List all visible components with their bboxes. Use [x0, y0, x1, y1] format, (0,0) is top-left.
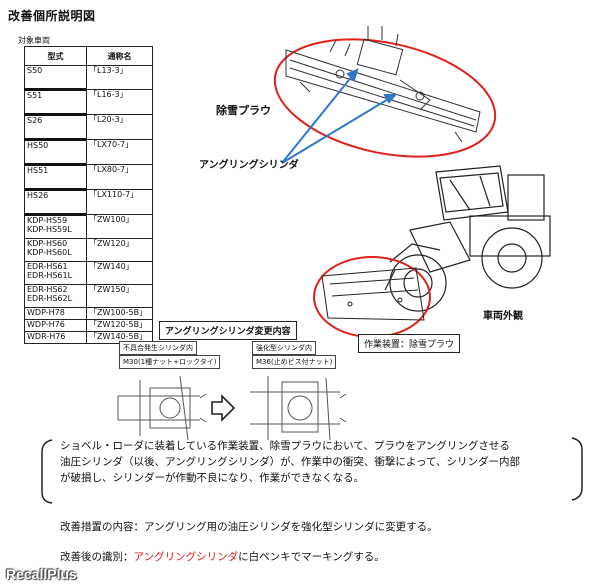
model-cell: HS51	[24, 164, 87, 191]
description-line: ショベル・ローダに装着している作業装置、除雪プラウにおいて、プラウをアングリング…	[60, 440, 510, 452]
target-vehicles-label: 対象車両	[18, 36, 50, 45]
cylinder-arrows	[281, 68, 398, 164]
work-device-ellipse	[313, 256, 431, 338]
cylinder-change-title: アングリングシリンダ変更内容	[159, 321, 297, 340]
after-cylinder-note: M36(止めビス付ナット)	[252, 355, 337, 369]
name-cell: 「L20-3」	[86, 114, 153, 140]
work-device-label: 作業装置：除雪プラウ	[358, 334, 461, 353]
cylinder-detail-before	[117, 375, 207, 441]
measures-line: 改善措置の内容：アングリング用の油圧シリンダを強化型シリンダに変更する。	[60, 521, 438, 533]
table-row: HS51 「LX80-7」	[24, 164, 153, 191]
wheel-loader-drawing	[384, 165, 551, 312]
page-title: 改善個所説明図	[8, 9, 96, 23]
watermark-logo: RecallPlus	[6, 566, 77, 582]
cylinder-detail-after	[250, 376, 347, 441]
description-line: 油圧シリンダ（以後、アングリングシリンダ）が、作業中の衝突、衝撃によって、シリン…	[60, 456, 521, 468]
after-cylinder-label: 強化型シリンダ内	[252, 341, 316, 355]
snow-plow-label: 除雪プラウ	[216, 104, 271, 117]
name-cell: 「ZW140」	[86, 261, 153, 285]
model-cell: WDR-H76	[24, 331, 87, 344]
name-cell: 「ZW100」	[86, 214, 153, 239]
model-cell: S26	[24, 114, 87, 141]
before-cylinder-note: M30(1種ナット+ロックタイ)	[119, 355, 221, 369]
description-line: が破損し、シリンダーが作動不良になり、作業ができなくなる。	[60, 472, 365, 484]
table-row: WDP-H76 「ZW120-5B」	[24, 319, 153, 332]
name-cell: 「L16-3」	[86, 89, 153, 115]
snow-plow-drawing	[285, 26, 481, 143]
model-cell: HS26	[24, 189, 87, 216]
table-header-row: 型式 通称名	[24, 46, 153, 66]
model-cell: HS50	[24, 139, 87, 166]
description-block: ショベル・ローダに装着している作業装置、除雪プラウにおいて、プラウをアングリング…	[60, 438, 580, 486]
table-row: S26 「L20-3」	[24, 114, 153, 141]
vehicle-table: 型式 通称名 S50 「L13-3」 S51 「L16-3」 S26 「L20-…	[24, 46, 153, 344]
name-cell: 「LX70-7」	[86, 139, 153, 165]
identification-highlight: アングリングシリンダ	[133, 551, 239, 563]
table-row: S51 「L16-3」	[24, 89, 153, 116]
before-cylinder-label: 不具合発生シリンダ内	[119, 341, 197, 355]
vehicle-exterior-label: 車両外観	[483, 311, 523, 322]
identification-line: 改善後の識別：アングリングシリンダに白ペンキでマーキングする。	[60, 549, 385, 565]
description-brackets	[41, 437, 583, 504]
name-cell: 「LX80-7」	[86, 164, 153, 190]
identification-suffix: に白ペンキでマーキングする。	[238, 551, 385, 563]
table-row: WDR-H76 「ZW140-5B」	[24, 331, 153, 344]
angling-cylinder-label: アングリングシリンダ	[199, 160, 299, 171]
identification-prefix: 改善後の識別：	[60, 551, 134, 563]
header-name: 通称名	[86, 46, 153, 66]
table-row: HS50 「LX70-7」	[24, 139, 153, 166]
mounted-plow-drawing	[321, 267, 425, 321]
arrow-right-icon	[211, 394, 236, 422]
